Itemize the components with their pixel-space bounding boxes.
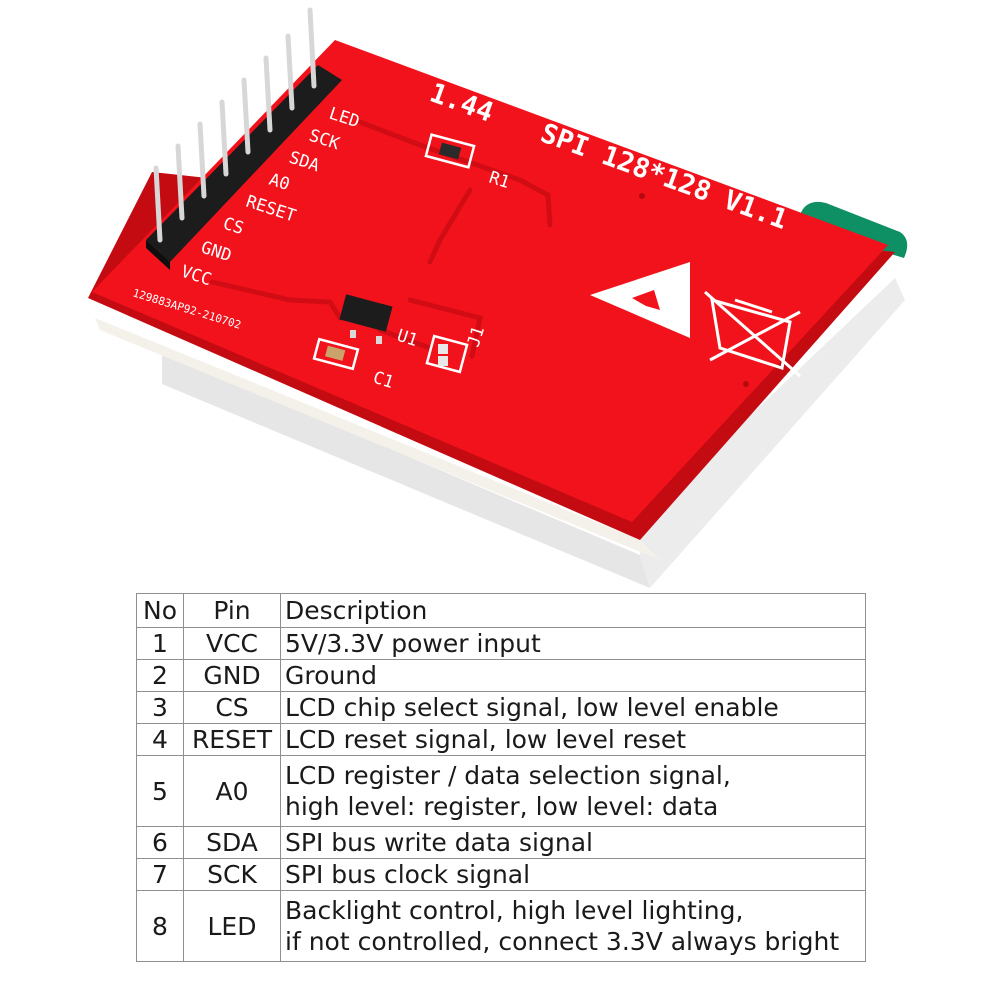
row-pin: VCC <box>183 627 281 660</box>
via-dot <box>639 193 645 199</box>
pin-header <box>146 7 342 270</box>
esd-warning-icon <box>590 262 690 338</box>
row-pin: GND <box>183 659 281 692</box>
row-desc: Ground <box>280 659 866 692</box>
row-no: 2 <box>136 659 184 692</box>
table-row: 5 A0 LCD register / data selection signa… <box>136 755 866 827</box>
row-desc: LCD chip select signal, low level enable <box>280 691 866 724</box>
table-row: 1 VCC 5V/3.3V power input <box>136 627 866 660</box>
header-description: Description <box>280 593 866 628</box>
desc-line: SPI bus clock signal <box>285 860 531 889</box>
table-row: 7 SCK SPI bus clock signal <box>136 858 866 891</box>
row-pin: LED <box>183 890 281 962</box>
desc-line: LCD register / data selection signal, <box>285 761 731 790</box>
chip-u1: U1 <box>339 294 420 351</box>
desc-line: 5V/3.3V power input <box>285 629 541 658</box>
header-pin: Pin <box>183 593 281 628</box>
row-no: 6 <box>136 826 184 859</box>
row-no: 5 <box>136 755 184 827</box>
row-no: 8 <box>136 890 184 962</box>
weee-bin-icon <box>704 290 801 378</box>
row-desc: SPI bus write data signal <box>280 826 866 859</box>
table-row: 6 SDA SPI bus write data signal <box>136 826 866 859</box>
table-row: 3 CS LCD chip select signal, low level e… <box>136 691 866 724</box>
desc-line: if not controlled, connect 3.3V always b… <box>285 927 840 956</box>
table-row: 2 GND Ground <box>136 659 866 692</box>
lcd-module-photo: 1.44 SPI 128*128 V1.1 LED SCK SDA A0 RES… <box>88 7 908 588</box>
desc-line: high level: register, low level: data <box>285 792 719 821</box>
desc-line: Backlight control, high level lighting, <box>285 896 744 925</box>
table-header-row: No Pin Description <box>136 593 866 628</box>
desc-line: SPI bus write data signal <box>285 828 593 857</box>
row-desc: LCD register / data selection signal, hi… <box>280 755 866 827</box>
row-desc: LCD reset signal, low level reset <box>280 723 866 756</box>
lcd-glass-layer <box>95 318 660 560</box>
row-pin: A0 <box>183 755 281 827</box>
pin-description-table: No Pin Description 1 VCC 5V/3.3V power i… <box>136 593 866 962</box>
row-desc: 5V/3.3V power input <box>280 627 866 660</box>
row-desc: SPI bus clock signal <box>280 858 866 891</box>
table-row: 8 LED Backlight control, high level ligh… <box>136 890 866 962</box>
desc-line: LCD reset signal, low level reset <box>285 725 687 754</box>
lcd-glass-body <box>162 352 650 588</box>
row-no: 7 <box>136 858 184 891</box>
table-row: 4 RESET LCD reset signal, low level rese… <box>136 723 866 756</box>
row-pin: RESET <box>183 723 281 756</box>
desc-line: LCD chip select signal, low level enable <box>285 693 779 722</box>
row-pin: CS <box>183 691 281 724</box>
via-dot <box>743 381 749 387</box>
row-desc: Backlight control, high level lighting, … <box>280 890 866 962</box>
pcb-traces <box>209 119 553 359</box>
row-no: 3 <box>136 691 184 724</box>
row-no: 1 <box>136 627 184 660</box>
desc-line: Ground <box>285 661 377 690</box>
row-pin: SCK <box>183 858 281 891</box>
row-no: 4 <box>136 723 184 756</box>
row-pin: SDA <box>183 826 281 859</box>
header-no: No <box>136 593 184 628</box>
lcd-glass-side <box>640 278 905 588</box>
pcb-board <box>92 40 888 522</box>
